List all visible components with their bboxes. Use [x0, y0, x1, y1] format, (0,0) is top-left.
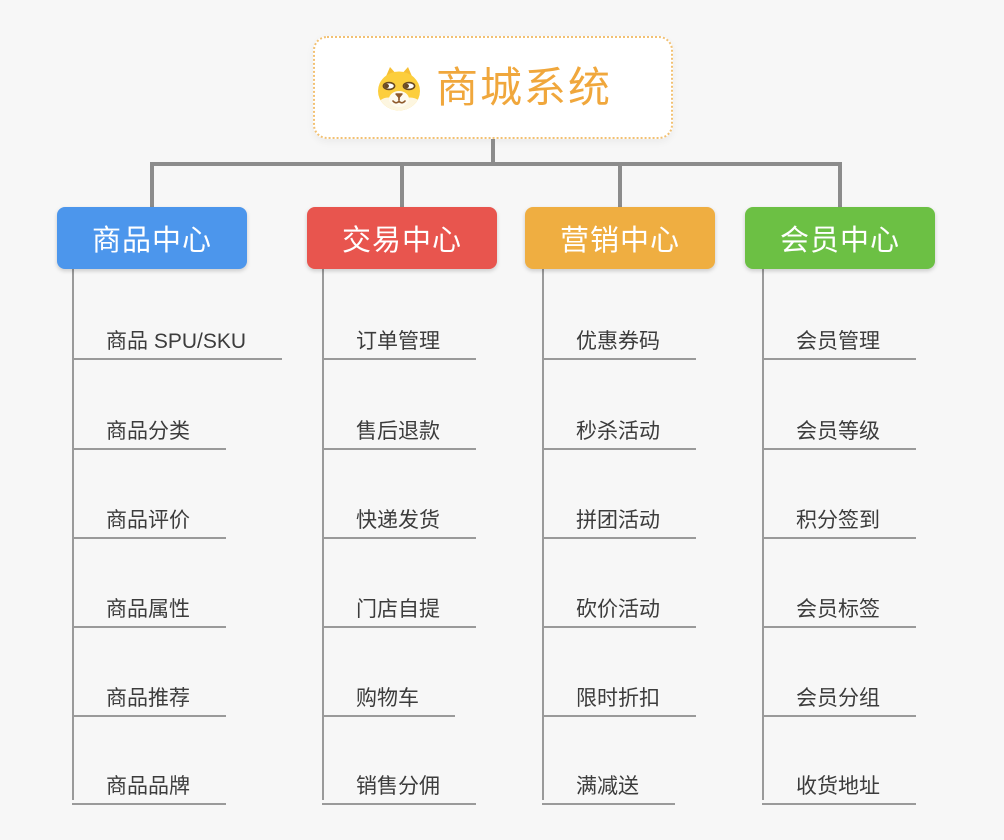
- leaf-node[interactable]: 商品属性: [72, 587, 226, 628]
- leaf-node[interactable]: 销售分佣: [322, 764, 476, 805]
- leaf-label: 限时折扣: [576, 686, 660, 710]
- leaf-node[interactable]: 商品 SPU/SKU: [72, 319, 283, 360]
- branch-node-member-center[interactable]: 会员中心: [745, 207, 935, 269]
- leaf-label: 砍价活动: [576, 597, 660, 621]
- leaf-node[interactable]: 快递发货: [322, 498, 476, 539]
- leaf-label: 商品推荐: [106, 686, 190, 710]
- branch-node-marketing-center[interactable]: 营销中心: [525, 207, 715, 269]
- leaf-node[interactable]: 商品评价: [72, 498, 226, 539]
- leaf-node[interactable]: 满减送: [542, 764, 675, 805]
- leaf-label: 商品 SPU/SKU: [106, 329, 247, 353]
- shiba-dog-icon: [377, 66, 420, 110]
- leaf-vertical-connector: [72, 269, 74, 800]
- leaf-node[interactable]: 商品品牌: [72, 764, 226, 805]
- leaf-label: 商品分类: [106, 419, 190, 443]
- branch-node-trade-center[interactable]: 交易中心: [307, 207, 497, 269]
- leaf-node[interactable]: 订单管理: [322, 319, 476, 360]
- branch-node-product-center[interactable]: 商品中心: [57, 207, 247, 269]
- leaf-node[interactable]: 会员管理: [762, 319, 916, 360]
- leaf-node[interactable]: 购物车: [322, 676, 455, 717]
- branch-drop-connector: [838, 162, 842, 207]
- leaf-label: 快递发货: [356, 508, 440, 532]
- leaf-label: 门店自提: [356, 597, 440, 621]
- leaf-node[interactable]: 会员等级: [762, 409, 916, 450]
- leaf-node[interactable]: 会员分组: [762, 676, 916, 717]
- leaf-node[interactable]: 售后退款: [322, 409, 476, 450]
- leaf-label: 销售分佣: [356, 774, 440, 798]
- leaf-label: 会员分组: [796, 686, 880, 710]
- leaf-vertical-connector: [542, 269, 544, 800]
- leaf-label: 商品评价: [106, 508, 190, 532]
- leaf-label: 优惠券码: [576, 329, 660, 353]
- branch-label: 会员中心: [779, 225, 900, 257]
- leaf-vertical-connector: [762, 269, 764, 800]
- leaf-node[interactable]: 拼团活动: [542, 498, 696, 539]
- leaf-node[interactable]: 商品分类: [72, 409, 226, 450]
- root-title: 商城系统: [435, 63, 612, 111]
- root-stem-connector: [491, 139, 495, 166]
- branch-label: 营销中心: [559, 225, 680, 257]
- leaf-label: 商品品牌: [106, 774, 190, 798]
- branch-drop-connector: [400, 162, 404, 207]
- branch-drop-connector: [618, 162, 622, 207]
- leaf-node[interactable]: 门店自提: [322, 587, 476, 628]
- root-node[interactable]: 商城系统: [313, 36, 673, 139]
- leaf-label: 会员等级: [796, 419, 880, 443]
- leaf-node[interactable]: 优惠券码: [542, 319, 696, 360]
- leaf-label: 拼团活动: [576, 508, 660, 532]
- leaf-node[interactable]: 商品推荐: [72, 676, 226, 717]
- leaf-label: 积分签到: [796, 508, 880, 532]
- leaf-label: 购物车: [356, 686, 419, 710]
- branch-drop-connector: [150, 162, 154, 207]
- branch-label: 商品中心: [91, 225, 212, 257]
- leaf-label: 收货地址: [796, 774, 880, 798]
- branch-label: 交易中心: [341, 225, 462, 257]
- leaf-label: 订单管理: [356, 329, 440, 353]
- branch-horizontal-connector: [150, 162, 842, 166]
- leaf-label: 会员管理: [796, 329, 880, 353]
- leaf-node[interactable]: 秒杀活动: [542, 409, 696, 450]
- leaf-node[interactable]: 砍价活动: [542, 587, 696, 628]
- leaf-label: 售后退款: [356, 419, 440, 443]
- leaf-node[interactable]: 限时折扣: [542, 676, 696, 717]
- leaf-node[interactable]: 收货地址: [762, 764, 916, 805]
- leaf-node[interactable]: 会员标签: [762, 587, 916, 628]
- leaf-label: 会员标签: [796, 597, 880, 621]
- leaf-vertical-connector: [322, 269, 324, 800]
- leaf-label: 秒杀活动: [576, 419, 660, 443]
- leaf-label: 商品属性: [106, 597, 190, 621]
- leaf-label: 满减送: [576, 774, 639, 798]
- leaf-node[interactable]: 积分签到: [762, 498, 916, 539]
